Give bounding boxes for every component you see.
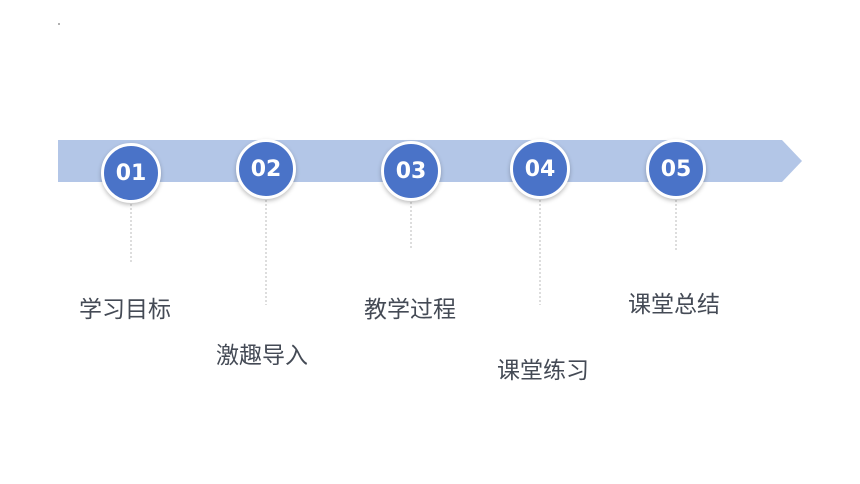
- step-number: 02: [250, 156, 282, 182]
- step-circle-05: 05: [646, 139, 706, 199]
- step-number: 03: [395, 158, 427, 184]
- step-number: 04: [524, 156, 556, 182]
- step-label-02: 激趣导入: [216, 343, 308, 369]
- step-circle-03: 03: [381, 141, 441, 201]
- step-label-05: 课堂总结: [628, 292, 720, 318]
- step-label-04: 课堂练习: [497, 358, 589, 384]
- step-number: 05: [660, 156, 692, 182]
- step-label-03: 教学过程: [364, 297, 456, 323]
- step-circle-02: 02: [236, 139, 296, 199]
- step-circle-01: 01: [101, 143, 161, 203]
- decorative-dot: [58, 23, 60, 25]
- step-circle-04: 04: [510, 139, 570, 199]
- step-label-01: 学习目标: [79, 297, 171, 323]
- step-number: 01: [115, 160, 147, 186]
